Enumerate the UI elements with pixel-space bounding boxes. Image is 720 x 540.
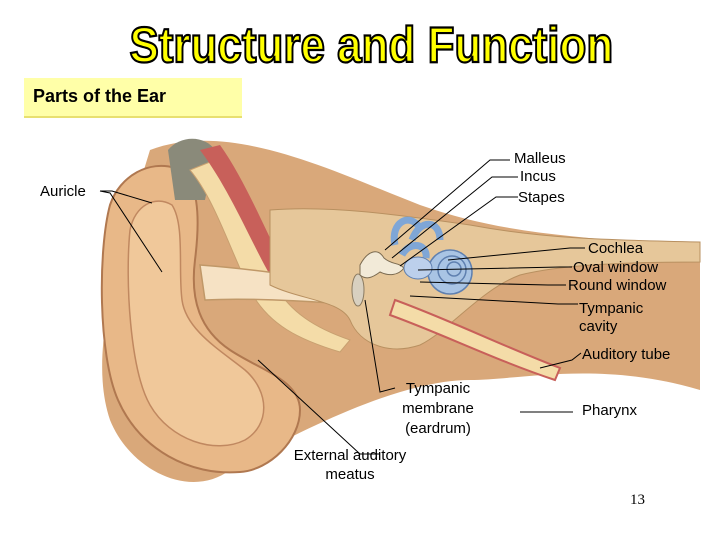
label-auditory-tube: Auditory tube [582, 346, 671, 363]
label-auricle: Auricle [40, 183, 86, 200]
label-tympanic-cavity-line1: Tympanic [579, 300, 644, 317]
label-external-meatus-line1: External auditory [293, 447, 407, 464]
slide-title: Structure and Function [128, 15, 614, 73]
label-malleus: Malleus [514, 150, 566, 167]
page-number: 13 [630, 492, 645, 508]
section-label: Parts of the Ear [24, 78, 242, 118]
auricle-inner-fold [127, 200, 265, 447]
label-round-window: Round window [568, 277, 667, 294]
semicircular-canals [390, 216, 444, 259]
label-incus: Incus [520, 168, 556, 185]
vestibule-shape [403, 256, 433, 280]
muscle-strip [200, 145, 285, 275]
label-tympanic-membrane-line3: (eardrum) [405, 420, 471, 437]
label-oval-window: Oval window [573, 259, 659, 276]
label-tympanic-membrane-line1: Tympanic [405, 380, 471, 397]
tympanic-membrane-shape [351, 273, 365, 307]
auditory-tube-shape [388, 298, 562, 382]
temporal-bone [269, 208, 701, 350]
slide-title-text: Structure and Function [129, 16, 613, 72]
label-external-meatus-line2: meatus [325, 466, 375, 483]
label-stapes: Stapes [518, 189, 565, 206]
label-pharynx: Pharynx [582, 402, 638, 419]
leader-lines [99, 159, 585, 455]
cochlea-shape [427, 249, 473, 295]
label-cochlea: Cochlea [588, 240, 644, 257]
label-tympanic-membrane-line2: membrane [402, 400, 474, 417]
label-tympanic-cavity-line2: cavity [579, 318, 618, 335]
